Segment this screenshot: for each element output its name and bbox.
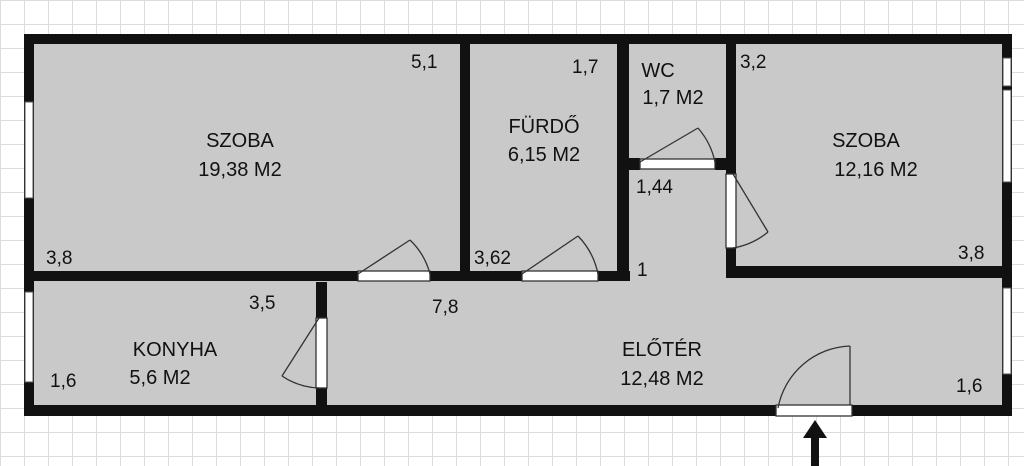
dim-szoba-left-top: 5,1	[411, 52, 437, 73]
door-szoba-right	[725, 173, 769, 249]
wall-outer-left	[24, 34, 34, 416]
door-szoba-left	[357, 239, 431, 282]
window-szoba-left	[24, 101, 34, 199]
floor-wc	[622, 40, 730, 164]
room-name-wc: WC	[641, 60, 674, 82]
wall-outer-top	[24, 34, 1012, 44]
dim-eloter-top: 7,8	[432, 297, 458, 318]
window-konyha	[24, 291, 34, 383]
wall-furdo-bottom	[598, 271, 630, 281]
room-name-konyha: KONYHA	[133, 339, 218, 361]
dim-wc-side: 1,44	[636, 177, 673, 198]
window-szoba-right	[1002, 89, 1012, 183]
room-area-szoba-left: 19,38 M2	[198, 159, 281, 181]
windows	[24, 57, 1012, 383]
room-name-szoba-left: SZOBA	[206, 130, 274, 152]
room-area-szoba-right: 12,16 M2	[834, 159, 917, 181]
wall-outer-bottom-right	[852, 405, 1012, 416]
floor-areas	[30, 40, 1006, 410]
door-entrance	[775, 345, 853, 417]
dim-szoba-right-side: 3,8	[958, 243, 984, 264]
wall-konyha-top	[316, 282, 327, 318]
dim-szoba-right-top: 3,2	[740, 52, 766, 73]
room-name-eloter: ELŐTÉR	[622, 338, 702, 361]
wall-szoba-left-bottom-b	[430, 271, 522, 281]
wall-wc-szoba-right	[726, 34, 736, 174]
room-area-eloter: 12,48 M2	[620, 368, 703, 390]
room-area-furdo: 6,15 M2	[508, 144, 580, 166]
window-eloter-right	[1002, 287, 1012, 375]
floor-konyha	[30, 276, 322, 410]
dim-corridor-step: 1	[637, 260, 648, 281]
wall-szoba-right-stub	[726, 248, 736, 278]
dim-konyha-side: 1,6	[50, 371, 76, 392]
door-furdo	[521, 235, 599, 282]
room-labels: SZOBA 19,38 M2 FÜRDŐ 6,15 M2 WC 1,7 M2 S…	[129, 60, 917, 390]
door-konyha	[281, 317, 328, 389]
window-top-right	[1002, 57, 1012, 87]
wall-szoba-right-bottom	[726, 266, 1012, 278]
room-name-furdo: FÜRDŐ	[508, 115, 579, 138]
room-name-szoba-right: SZOBA	[832, 130, 900, 152]
dim-furdo-side: 3,62	[474, 248, 511, 269]
wall-outer-bottom	[24, 405, 776, 416]
floor-corridor	[622, 164, 730, 276]
wall-furdo-wc	[617, 34, 629, 281]
door-wc	[639, 127, 716, 170]
dim-furdo-top: 1,7	[572, 57, 598, 78]
wall-szoba-left-bottom	[24, 271, 358, 281]
wall-konyha-bottom	[316, 388, 327, 416]
wall-wc-door-left	[626, 158, 640, 170]
dimension-labels: 5,1 3,8 1,7 3,62 1,44 1 3,2 3,8 3,5 1,6 …	[46, 52, 984, 397]
arrow-up-icon	[803, 420, 827, 466]
room-area-wc: 1,7 M2	[642, 87, 703, 109]
doors	[281, 127, 853, 417]
room-area-konyha: 5,6 M2	[129, 367, 190, 389]
walls	[24, 34, 1012, 416]
dim-szoba-left-side: 3,8	[46, 248, 72, 269]
dim-eloter-side: 1,6	[956, 376, 982, 397]
wall-outer-right	[1002, 34, 1012, 416]
wall-wc-door-right	[715, 158, 729, 170]
wall-szoba-furdo	[460, 34, 470, 281]
dim-konyha-top: 3,5	[249, 293, 275, 314]
